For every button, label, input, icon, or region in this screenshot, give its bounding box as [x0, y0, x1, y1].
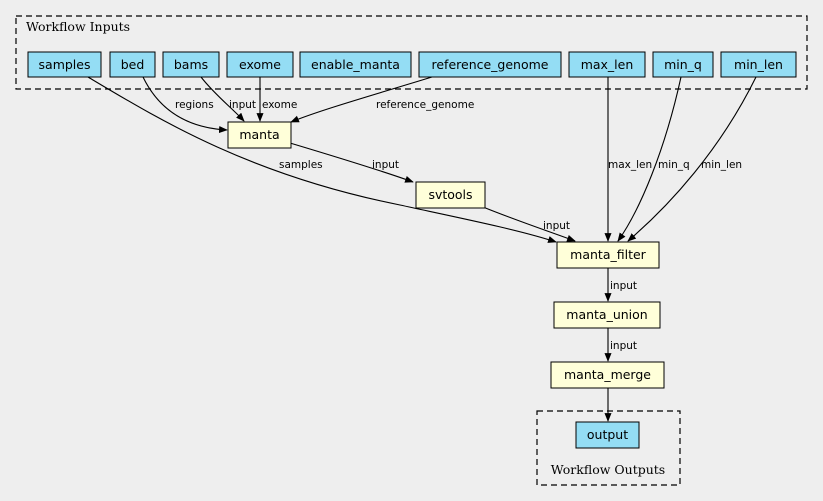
workflow-inputs-cluster: Workflow Inputs: [15, 15, 808, 90]
edge-label-input-union: input: [610, 340, 637, 352]
edge-label-samples: samples: [279, 159, 323, 171]
edge-label-min-q: min_q: [658, 159, 690, 171]
input-node-max-len[interactable]: max_len: [568, 51, 646, 78]
step-node-manta-merge[interactable]: manta_merge: [550, 361, 665, 389]
edge-minlen-filter: min_len: [627, 76, 757, 242]
svg-text:bed: bed: [121, 57, 145, 72]
edge-refgen-manta: reference_genome: [290, 76, 474, 123]
svg-text:samples: samples: [39, 57, 91, 72]
edge-label-regions: regions: [175, 99, 214, 111]
svg-text:max_len: max_len: [581, 57, 634, 72]
input-node-min-len[interactable]: min_len: [720, 51, 797, 78]
edge-bams-manta: input: [200, 76, 256, 122]
svg-text:min_q: min_q: [664, 57, 702, 72]
edge-label-max-len: max_len: [608, 159, 652, 171]
input-node-enable-manta[interactable]: enable_manta: [299, 51, 412, 78]
edge-label-input-svtools: input: [543, 220, 570, 232]
svg-text:manta: manta: [239, 127, 279, 142]
edge-union-merge: input: [604, 328, 637, 362]
input-node-min-q[interactable]: min_q: [652, 51, 714, 78]
svg-text:manta_merge: manta_merge: [564, 367, 651, 382]
input-node-samples[interactable]: samples: [27, 51, 102, 78]
input-node-bed[interactable]: bed: [109, 51, 156, 78]
edge-label-input-bams: input: [229, 99, 256, 111]
svg-text:manta_filter: manta_filter: [570, 247, 647, 262]
output-node-output[interactable]: output: [575, 421, 640, 449]
step-node-manta-union[interactable]: manta_union: [553, 301, 661, 329]
edge-label-exome: exome: [262, 99, 297, 111]
svg-text:enable_manta: enable_manta: [311, 57, 400, 72]
svg-text:manta_union: manta_union: [566, 307, 647, 322]
svg-text:reference_genome: reference_genome: [432, 57, 549, 72]
input-node-bams[interactable]: bams: [162, 51, 220, 78]
input-node-reference-genome[interactable]: reference_genome: [418, 51, 562, 78]
edge-label-reference-genome: reference_genome: [376, 99, 474, 111]
workflow-outputs-label: Workflow Outputs: [551, 462, 665, 477]
edge-maxlen-filter: max_len: [604, 77, 652, 242]
edge-bed-manta: regions: [142, 76, 228, 134]
input-node-exome[interactable]: exome: [226, 51, 294, 78]
step-node-manta-filter[interactable]: manta_filter: [556, 241, 660, 269]
edge-svtools-filter: input: [482, 206, 576, 242]
edge-filter-union: input: [604, 268, 637, 302]
workflow-inputs-label: Workflow Inputs: [26, 19, 130, 34]
svg-text:output: output: [587, 427, 628, 442]
svg-text:exome: exome: [239, 57, 281, 72]
edge-exome-manta: exome: [256, 77, 297, 122]
edge-label-input-manta: input: [372, 159, 399, 171]
edge-label-min-len: min_len: [701, 159, 742, 171]
edge-manta-svtools: input: [289, 142, 414, 183]
svg-text:bams: bams: [174, 57, 208, 72]
edge-samples-filter: samples: [87, 76, 557, 243]
svg-text:min_len: min_len: [734, 57, 783, 72]
step-node-manta[interactable]: manta: [227, 121, 292, 149]
edge-minq-filter: min_q: [617, 76, 690, 242]
edge-label-input-filter: input: [610, 280, 637, 292]
step-node-svtools[interactable]: svtools: [415, 181, 486, 209]
svg-text:svtools: svtools: [428, 187, 472, 202]
